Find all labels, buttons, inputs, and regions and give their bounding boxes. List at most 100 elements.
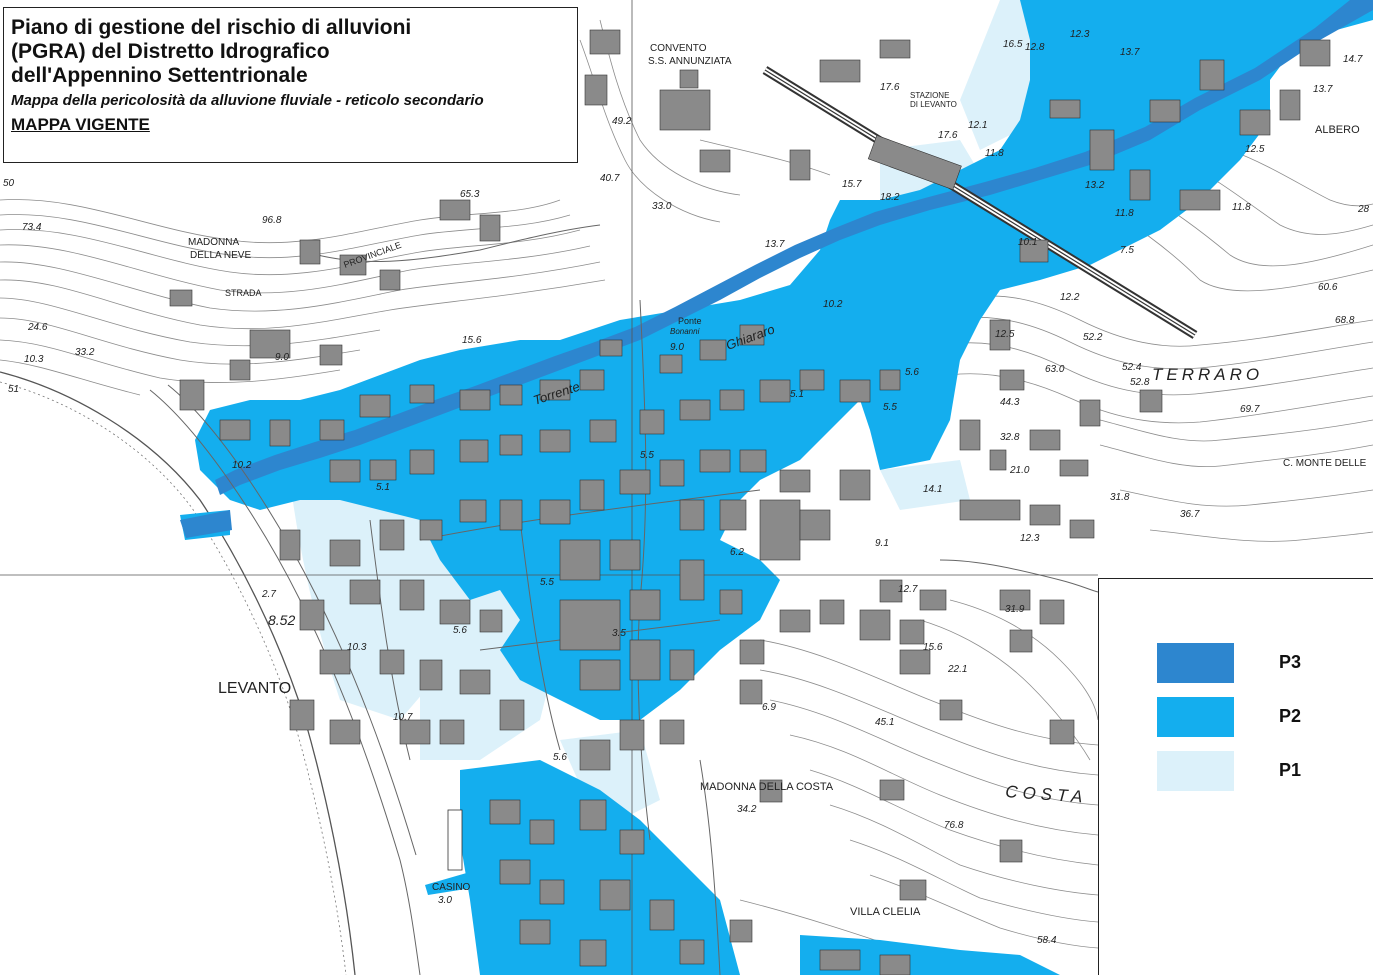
elevation-label: 12.1	[968, 120, 987, 131]
elevation-label: 6.9	[762, 702, 776, 713]
elevation-label: 12.2	[1060, 292, 1080, 303]
elevation-label: 16.5	[1003, 39, 1023, 50]
elevation-label: 24.6	[27, 322, 48, 333]
elevation-label: 12.3	[1020, 533, 1040, 544]
hazard-p3-channel	[180, 0, 1373, 538]
elevation-label: 14.1	[923, 484, 942, 495]
elevation-label: 2.7	[261, 589, 276, 600]
elevation-label: 10.3	[24, 354, 44, 365]
elevation-label: 15.7	[842, 179, 862, 190]
elevation-label: 52.4	[1122, 362, 1142, 373]
elevation-label: 33.0	[652, 201, 672, 212]
elevation-label: 10.2	[823, 299, 843, 310]
elevation-label: 8.52	[268, 612, 295, 628]
elevation-label: 51	[8, 384, 19, 395]
elevation-label: 13.2	[1085, 180, 1105, 191]
label-strada: STRADA	[225, 288, 262, 298]
elevation-label: 65.3	[460, 189, 480, 200]
map-title-line-1: Piano di gestione del rischio di alluvio…	[11, 16, 412, 39]
map-title-box: Piano di gestione del rischio di alluvio…	[3, 7, 578, 163]
elevation-label: 22.1	[947, 664, 967, 675]
legend-box: P3 P2 P1	[1098, 578, 1373, 975]
elevation-label: 7.5	[1120, 245, 1134, 256]
label-villa-clelia: VILLA CLELIA	[850, 906, 921, 918]
elevation-label: 13.7	[1313, 84, 1333, 95]
legend-label-p2: P2	[1279, 706, 1302, 726]
elevation-label: 68.8	[1335, 315, 1355, 326]
sea-area	[0, 380, 350, 975]
elevation-label: 5.6	[905, 367, 919, 378]
elevation-label: 10.1	[1018, 237, 1037, 248]
elevation-label: 12.3	[1070, 29, 1090, 40]
elevation-label: 52.8	[1130, 377, 1150, 388]
elevation-label: 40.7	[600, 173, 620, 184]
elevation-label: 58.4	[1037, 935, 1057, 946]
elevation-label: 17.6	[880, 82, 900, 93]
elevation-label: 63.0	[1045, 364, 1065, 375]
elevation-label: 3.5	[612, 628, 626, 639]
elevation-label: 12.8	[1025, 42, 1045, 53]
label-ss-annunziata: S.S. ANNUNZIATA	[648, 56, 732, 67]
elevation-label: 32.8	[1000, 432, 1020, 443]
label-bonanni: Bonanni	[670, 327, 700, 336]
pier	[447, 809, 463, 871]
map-title-line-3: dell'Appennino Settentrionale	[11, 64, 308, 87]
elevation-label: 13.7	[1120, 47, 1140, 58]
elevation-label: 12.7	[898, 584, 918, 595]
elevation-label: 10.2	[232, 460, 252, 471]
elevation-label: 49.2	[612, 116, 632, 127]
elevation-label: 31.9	[1005, 604, 1025, 615]
elevation-label: 31.8	[1110, 492, 1130, 503]
elevation-labels: 96.8 73.4 65.3 24.6 33.2 10.3 9.0 15.6 2…	[3, 29, 1370, 946]
elevation-label: 11.8	[1232, 202, 1251, 213]
elevation-label: 12.5	[995, 329, 1015, 340]
railway	[762, 66, 1198, 339]
elevation-label: 9.1	[875, 538, 889, 549]
legend-swatch-p1	[1157, 751, 1234, 791]
elevation-label: 5.6	[453, 625, 467, 636]
elevation-label: 33.2	[75, 347, 95, 358]
map-status: MAPPA VIGENTE	[11, 115, 150, 134]
elevation-label: 10.3	[347, 642, 367, 653]
buildings	[169, 29, 1331, 975]
elevation-label: 9.0	[275, 352, 289, 363]
elevation-label: 60.6	[1318, 282, 1338, 293]
elevation-label: 21.0	[1009, 465, 1030, 476]
elevation-label: 5.1	[376, 482, 390, 493]
elevation-label: 5.5	[883, 402, 897, 413]
elevation-label: 11.8	[1115, 208, 1134, 219]
label-della-neve: DELLA NEVE	[190, 250, 251, 261]
elevation-label: 52.2	[1083, 332, 1103, 343]
label-monte-delle: C. MONTE DELLE	[1283, 458, 1367, 469]
elevation-label: 13.7	[765, 239, 785, 250]
label-stazione: STAZIONE	[910, 91, 949, 100]
elevation-label: 73.4	[22, 222, 42, 233]
label-albero: ALBERO	[1315, 124, 1360, 136]
elevation-label: 12.5	[1245, 144, 1265, 155]
label-di-levanto: DI LEVANTO	[910, 100, 957, 109]
legend-swatch-p2	[1157, 697, 1234, 737]
elevation-label: 5.5	[540, 577, 554, 588]
legend-swatch-p3	[1157, 643, 1234, 683]
elevation-label: 36.7	[1180, 509, 1200, 520]
elevation-label: 9.0	[670, 342, 684, 353]
elevation-label: 5.6	[553, 752, 567, 763]
legend-label-p1: P1	[1279, 760, 1302, 780]
elevation-label: 50	[3, 178, 15, 189]
label-madonna: MADONNA	[188, 237, 239, 248]
elevation-label: 34.2	[737, 804, 757, 815]
legend-item-p3: P3	[1157, 643, 1337, 683]
map-subtitle: Mappa della pericolosità da alluvione fl…	[11, 92, 484, 109]
elevation-label: 5.5	[640, 450, 654, 461]
elevation-label: 28	[1357, 204, 1370, 215]
label-convento: CONVENTO	[650, 43, 707, 54]
label-madonna-della-costa: MADONNA DELLA COSTA	[700, 781, 834, 793]
elevation-label: 17.6	[938, 130, 958, 141]
elevation-label: 76.8	[944, 820, 964, 831]
elevation-label: 15.6	[462, 335, 482, 346]
label-levanto: LEVANTO	[218, 680, 291, 697]
legend-item-p1: P1	[1157, 751, 1337, 791]
map-title-line-2: (PGRA) del Distretto Idrografico	[11, 40, 330, 63]
elevation-label: 11.8	[985, 148, 1004, 159]
